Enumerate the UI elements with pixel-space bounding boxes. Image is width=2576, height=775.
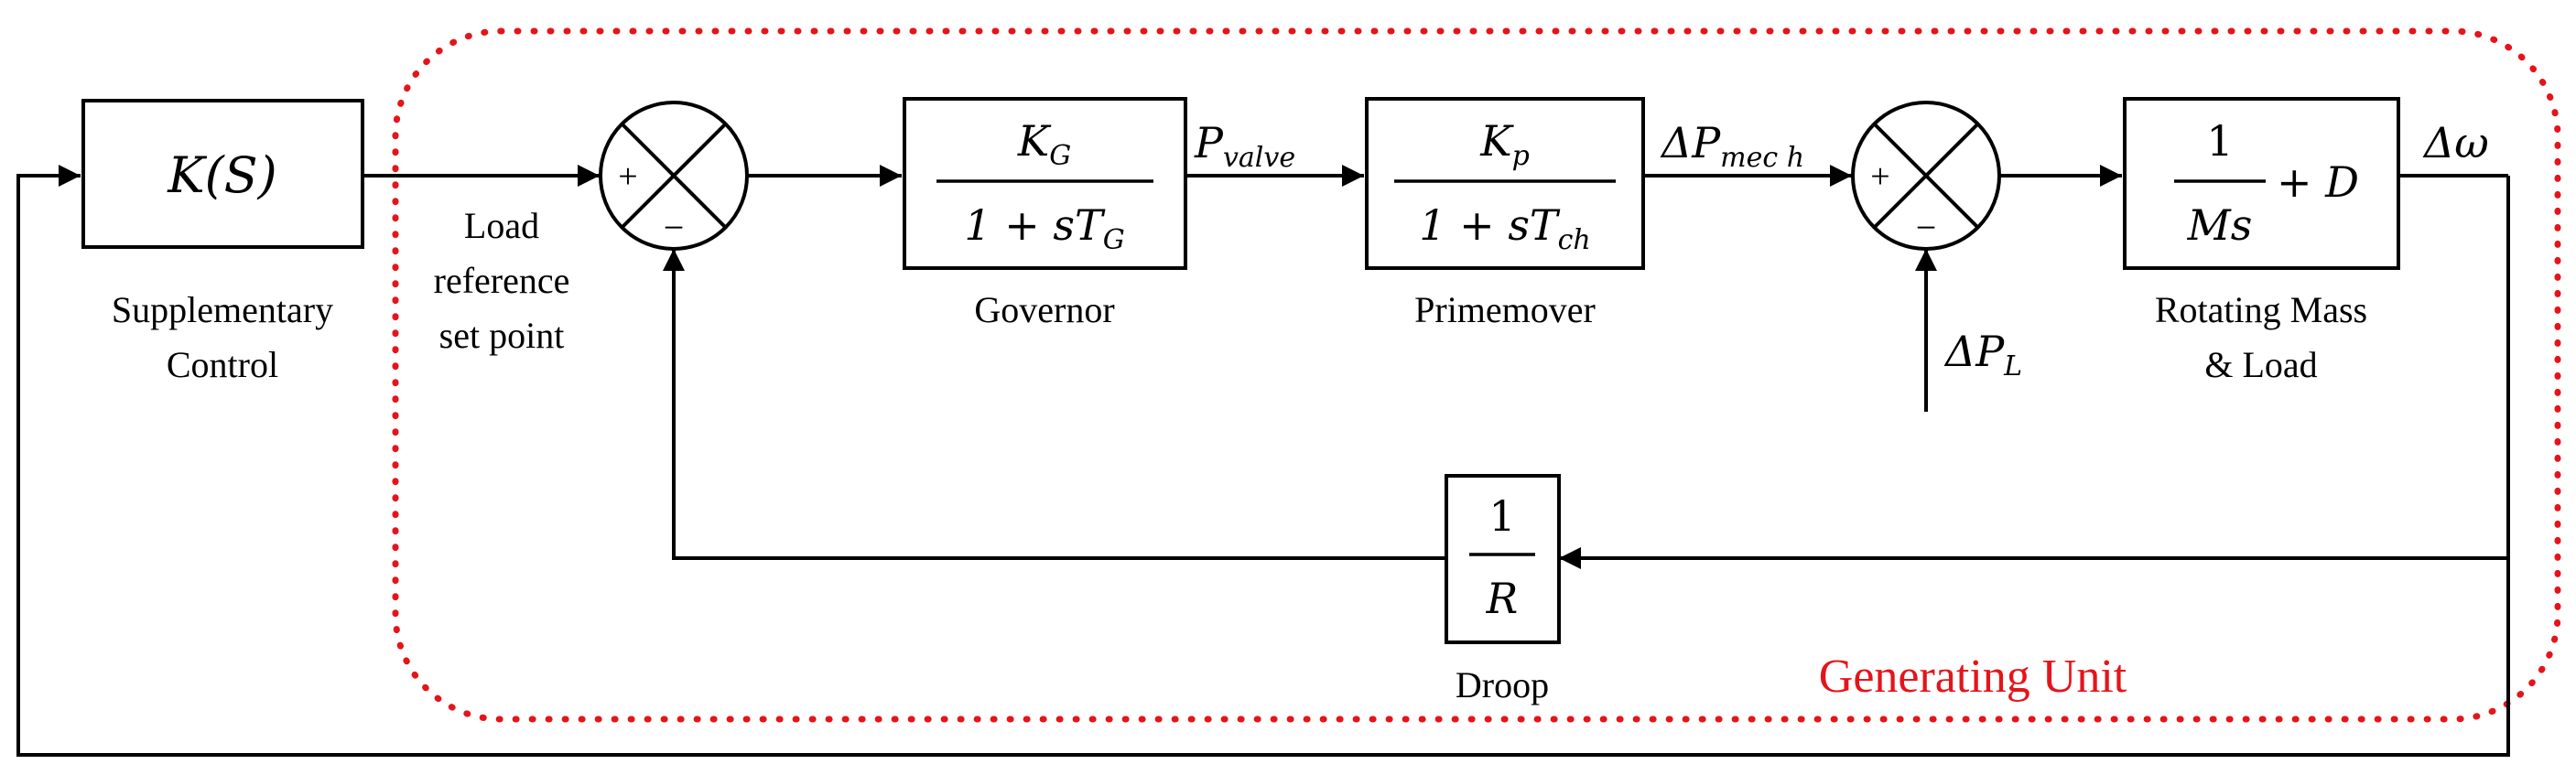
supplementary-caption-line1: Supplementary bbox=[112, 289, 333, 330]
summer1-plus-sign: + bbox=[618, 157, 637, 196]
outer-feedback-line bbox=[16, 165, 2510, 757]
summing-junction-1: + − bbox=[599, 101, 749, 251]
load-reference-line1: Load bbox=[464, 205, 539, 246]
summing-junction-2: + − bbox=[1851, 101, 2001, 251]
rotating-denominator: Ms bbox=[2187, 200, 2253, 250]
supplementary-control-block: K(S) bbox=[81, 99, 364, 249]
generating-unit-boundary bbox=[392, 27, 2561, 723]
rotating-mass-block: 1 Ms + D bbox=[2123, 97, 2400, 270]
omega-output-label: Δω bbox=[2422, 118, 2489, 167]
load-reference-line2: reference bbox=[434, 260, 570, 301]
pmech-label: ΔPmec h bbox=[1660, 118, 1804, 174]
summer1-minus-sign: − bbox=[664, 207, 685, 248]
supplementary-transfer-function: K(S) bbox=[167, 146, 276, 204]
rotating-caption-line1: Rotating Mass bbox=[2155, 289, 2367, 330]
rotating-caption-line2: & Load bbox=[2204, 344, 2317, 385]
primemover-caption: Primemover bbox=[1414, 289, 1596, 330]
summer2-minus-sign: − bbox=[1916, 207, 1937, 248]
primemover-block: Kp 1 + sTch bbox=[1365, 97, 1645, 270]
rotating-numerator: 1 bbox=[2206, 116, 2233, 166]
governor-denominator: 1 + sTG bbox=[964, 200, 1124, 256]
generating-unit-label: Generating Unit bbox=[1819, 651, 2127, 703]
governor-caption: Governor bbox=[974, 289, 1114, 330]
droop-denominator: R bbox=[1486, 574, 1519, 623]
droop-numerator: 1 bbox=[1488, 491, 1515, 541]
pvalve-label: Pvalve bbox=[1194, 118, 1295, 174]
droop-caption: Droop bbox=[1456, 664, 1549, 705]
primemover-numerator: Kp bbox=[1479, 116, 1530, 172]
rotating-plus-d: + D bbox=[2277, 157, 2359, 207]
load-reference-line3: set point bbox=[439, 315, 565, 356]
droop-block: 1 R bbox=[1445, 474, 1561, 644]
summer2-plus-sign: + bbox=[1870, 157, 1889, 196]
primemover-denominator: 1 + sTch bbox=[1419, 200, 1590, 256]
governor-numerator: KG bbox=[1017, 116, 1071, 172]
supplementary-caption-line2: Control bbox=[167, 344, 278, 385]
pload-label: ΔPL bbox=[1943, 327, 2022, 382]
governor-block: KG 1 + sTG bbox=[903, 97, 1187, 270]
droop-to-summer1-line bbox=[663, 249, 1446, 560]
